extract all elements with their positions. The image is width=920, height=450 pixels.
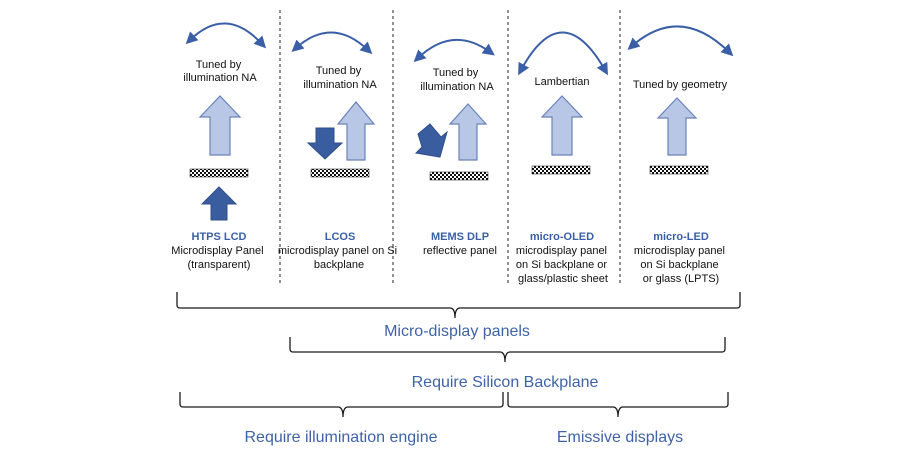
- panel-description-line: reflective panel: [423, 245, 497, 257]
- panel-description: reflective panel: [423, 245, 497, 257]
- panel-title: MEMS DLP: [431, 231, 489, 243]
- panel-title: LCOS: [325, 231, 356, 243]
- panel-description-line: microdisplay panel: [516, 245, 607, 257]
- emission-label: Tuned by illumination NA: [420, 67, 494, 93]
- column-lcos: Tuned by illumination NA LCOS microdispl…: [278, 31, 400, 271]
- brace-require-illumination-engine: [179, 392, 504, 418]
- emission-label-line: illumination NA: [303, 79, 377, 91]
- pixel-panel-icon: [649, 165, 709, 175]
- group-label-require-illumination-engine: Require illumination engine: [244, 429, 437, 446]
- panel-description: Microdisplay Panel (transparent): [171, 245, 266, 271]
- panel-title: micro-LED: [653, 231, 709, 243]
- panel-description: microdisplay panel on Si backplane: [278, 245, 400, 271]
- emission-label-line: illumination NA: [183, 72, 257, 84]
- emission-label: Tuned by geometry: [633, 79, 728, 91]
- panel-description: microdisplay panel on Si backplane or gl…: [516, 245, 610, 285]
- output-light-arrow-icon: [336, 101, 376, 161]
- emission-angle-arc-icon: [291, 31, 373, 55]
- panel-description-line: backplane: [314, 259, 364, 271]
- brace-emissive-displays: [507, 392, 729, 418]
- illumination-arrow-icon: [200, 186, 238, 221]
- panel-description-line: glass/plastic sheet: [518, 273, 608, 285]
- emission-angle-arc-icon: [185, 22, 267, 49]
- group-label-emissive-displays: Emissive displays: [557, 429, 683, 446]
- column-htps-lcd: Tuned by illumination NA HTPS LCD Microd…: [171, 22, 267, 271]
- emission-label-line: Tuned by: [433, 67, 479, 79]
- column-micro-oled: Lambertian micro-OLED microdisplay panel…: [516, 31, 610, 285]
- emission-label: Tuned by illumination NA: [303, 65, 377, 91]
- panel-description-line: or glass (LPTS): [643, 273, 719, 285]
- pixel-panel-icon: [531, 165, 591, 175]
- panel-description-line: on Si backplane: [640, 259, 718, 271]
- emission-label-line: Tuned by: [196, 59, 242, 71]
- panel-description-line: (transparent): [188, 259, 251, 271]
- group-label-micro-display-panels: Micro-display panels: [384, 323, 530, 340]
- panel-title: HTPS LCD: [192, 231, 247, 243]
- column-mems-dlp: Tuned by illumination NA MEMS DLP reflec…: [413, 39, 497, 257]
- pixel-panel-icon: [429, 171, 489, 181]
- output-light-arrow-icon: [540, 95, 584, 156]
- emission-angle-arc-icon: [518, 31, 608, 76]
- panel-description-line: microdisplay panel on Si: [278, 245, 397, 257]
- panel-description-line: Microdisplay Panel: [171, 245, 263, 257]
- output-light-arrow-icon: [656, 97, 698, 156]
- emission-label-line: Tuned by: [316, 65, 362, 77]
- panel-description-line: on Si backplane or: [516, 259, 607, 271]
- panel-title: micro-OLED: [530, 231, 594, 243]
- illumination-arrow-icon: [306, 127, 344, 160]
- emission-label: Tuned by illumination NA: [183, 59, 257, 84]
- output-light-arrow-icon: [448, 103, 488, 161]
- illumination-arrow-icon: [414, 123, 448, 158]
- column-micro-led: Tuned by geometry micro-LED microdisplay…: [627, 25, 734, 285]
- output-light-arrow-icon: [198, 95, 242, 156]
- panel-description-line: microdisplay panel: [634, 245, 725, 257]
- emission-angle-arc-icon: [413, 39, 495, 63]
- emission-label-line: illumination NA: [420, 81, 494, 93]
- emission-label: Lambertian: [534, 76, 589, 88]
- brace-micro-display-panels: [176, 292, 741, 319]
- brace-require-silicon-backplane: [289, 337, 726, 363]
- emission-angle-arc-icon: [627, 25, 734, 57]
- pixel-panel-icon: [189, 168, 249, 178]
- pixel-panel-icon: [310, 168, 370, 178]
- group-label-require-silicon-backplane: Require Silicon Backplane: [412, 374, 599, 391]
- panel-description: microdisplay panel on Si backplane or gl…: [634, 245, 728, 285]
